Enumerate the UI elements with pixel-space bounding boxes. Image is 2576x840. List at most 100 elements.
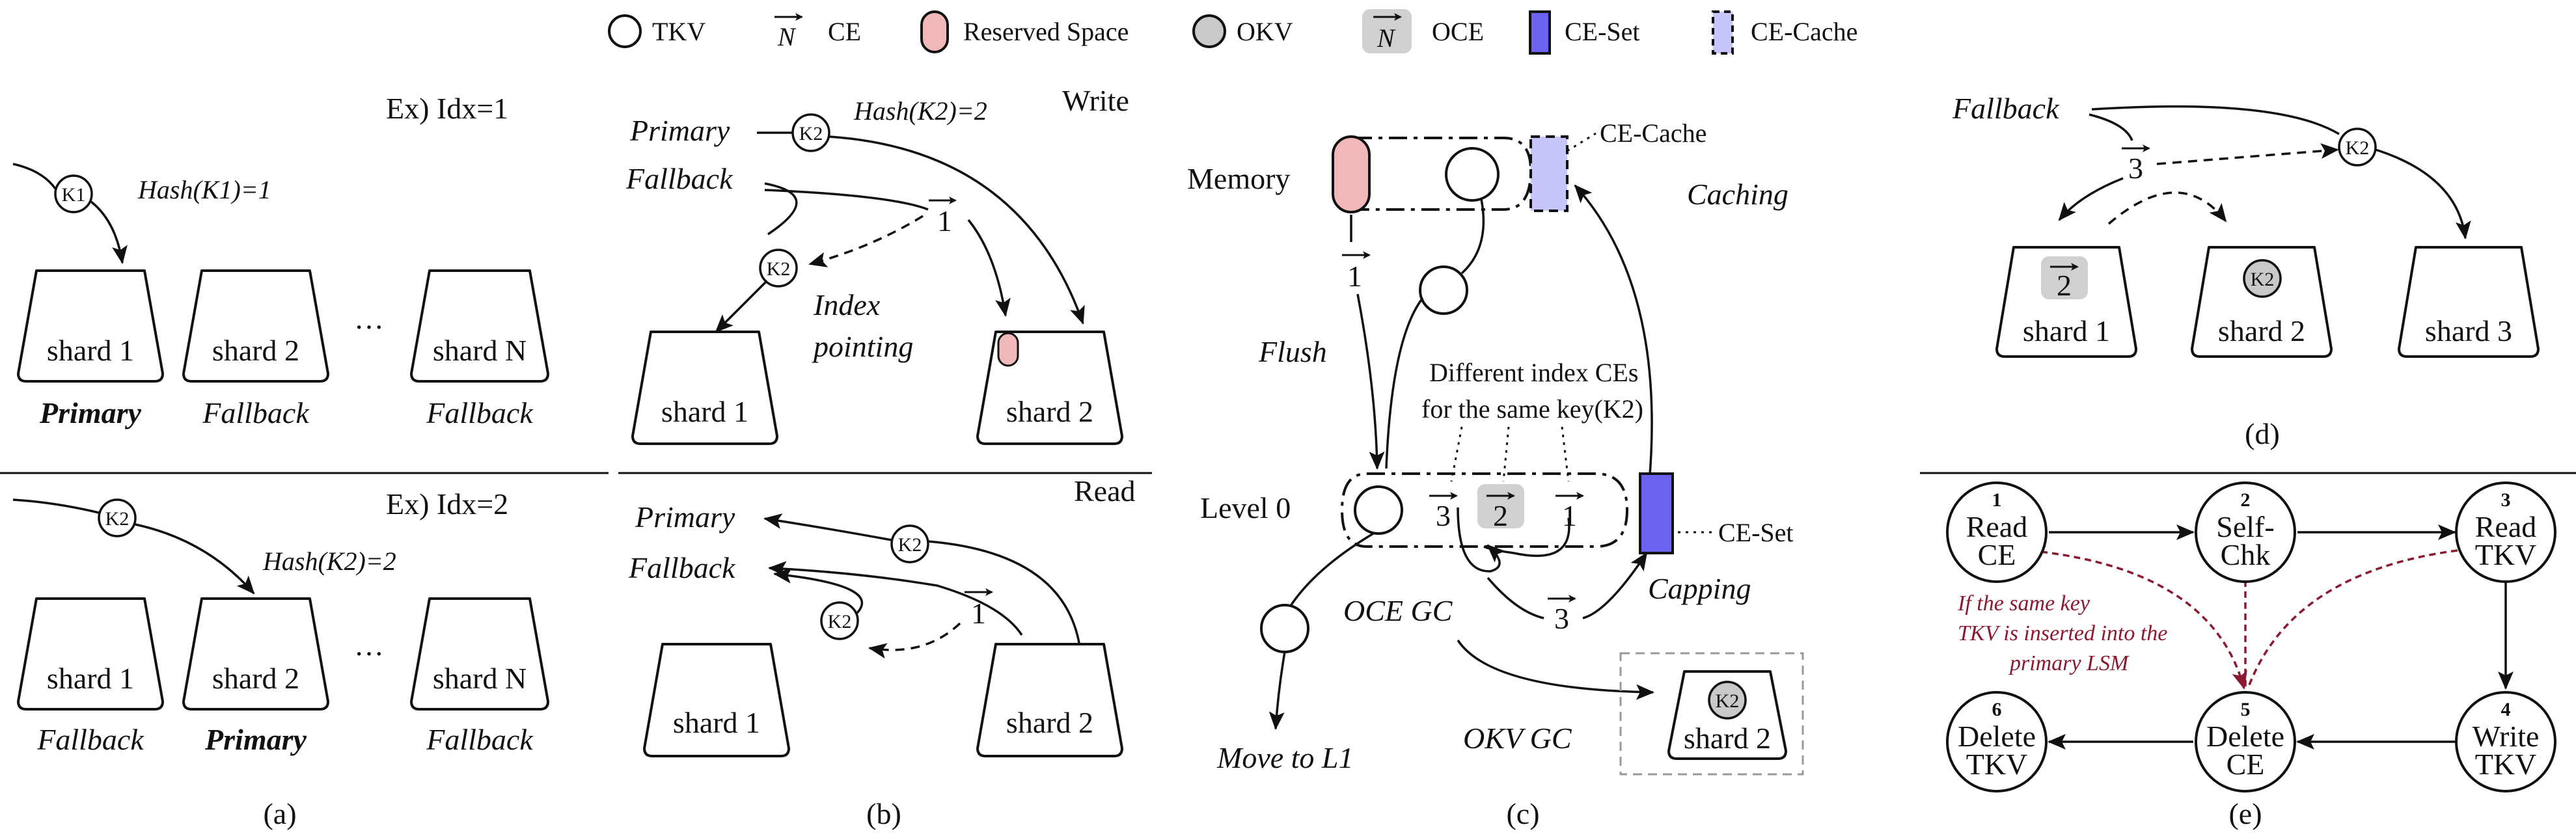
ce-set-block: [1639, 472, 1674, 554]
a-top-shard-1: [17, 269, 164, 383]
flush-label: Flush: [1258, 335, 1327, 368]
svg-text:CE: CE: [2227, 748, 2265, 781]
b-index-k2-label: K2: [767, 258, 791, 280]
d-shard-2-label: shard 2: [2218, 314, 2305, 347]
a-top-shard-2: [182, 269, 329, 383]
a-bottom-fallback-role-n: Fallback: [426, 723, 534, 756]
caption-b: (b): [866, 797, 901, 830]
b-hash-label: Hash(K2)=2: [853, 96, 987, 126]
a-top-fallback-role-n: Fallback: [426, 396, 534, 429]
d-shard-2: [2191, 246, 2333, 358]
b-write-shard-1: [631, 331, 778, 445]
panel-d: Fallback 3 K2 2 shard 1 K2 shard 2 shard…: [1920, 92, 2576, 474]
svg-text:1: 1: [971, 597, 986, 630]
svg-text:3: 3: [2128, 152, 2143, 185]
okv-gc-frame: [1619, 652, 1804, 776]
level0-ce-1: 1: [1555, 492, 1584, 532]
caption-d: (d): [2245, 417, 2280, 450]
ce-cache-legend-label: CE-Cache: [1751, 17, 1857, 46]
b-read-ce: 1: [965, 588, 993, 630]
k1-key-label: K1: [62, 184, 86, 206]
a-bottom-shard-2: [182, 597, 329, 711]
b-read-fallback-label: Fallback: [628, 551, 736, 584]
b-write-shard-2-label: shard 2: [1006, 395, 1093, 428]
a-bottom-shard-n-label: shard N: [433, 662, 527, 695]
b-read-shard-2: [976, 643, 1123, 757]
move-to-l1-label: Move to L1: [1216, 741, 1354, 774]
a-top-shard-2-label: shard 2: [212, 334, 299, 367]
memory-ce: 1: [1342, 251, 1371, 293]
b-write-shard-1-label: shard 1: [661, 395, 748, 428]
b-fallback-label: Fallback: [625, 162, 733, 195]
svg-text:Delete: Delete: [2206, 720, 2284, 753]
c-okv-key-label: K2: [1716, 690, 1740, 712]
c-okv-node: [1708, 681, 1747, 720]
caption-a: (a): [263, 797, 296, 830]
ce-legend-label: CE: [828, 17, 861, 46]
idx2-label: Ex) Idx=2: [386, 487, 508, 521]
b-read-shard-1-label: shard 1: [673, 706, 760, 739]
d-shard-3: [2398, 246, 2540, 358]
a-bottom-primary-role: Primary: [204, 723, 307, 756]
different-ces-note-1: Different index CEs: [1429, 358, 1638, 387]
d-k2-label: K2: [2346, 137, 2370, 159]
svg-text:Delete: Delete: [1958, 720, 2036, 753]
e-note-2: TKV is inserted into the: [1958, 621, 2167, 645]
okv-legend-label: OKV: [1237, 17, 1293, 46]
b-read-shard-1: [643, 643, 790, 757]
b-read-k2-label: K2: [898, 534, 922, 556]
k2-tkv-node: [98, 498, 137, 537]
caption-e: (e): [2228, 797, 2262, 830]
d-k2-node: [2338, 128, 2377, 167]
b-read-primary-label: Primary: [635, 500, 735, 534]
a-bottom-fallback-role-1: Fallback: [36, 723, 144, 756]
svg-text:2: 2: [1493, 499, 1508, 532]
tkv-legend-label: TKV: [652, 17, 706, 46]
ce-set-label: CE-Set: [1718, 518, 1794, 547]
ce-cache-block: [1529, 135, 1569, 212]
svg-text:1: 1: [1347, 260, 1362, 293]
svg-text:TKV: TKV: [1966, 748, 2028, 781]
panel-c: Memory CE-Cache Caching 1 Flush Differen…: [1187, 118, 1804, 830]
svg-text:Read: Read: [1966, 510, 2028, 543]
svg-text:N: N: [1377, 23, 1396, 53]
write-label: Write: [1062, 84, 1129, 117]
b-read-shard-2-label: shard 2: [1006, 706, 1093, 739]
svg-text:5: 5: [2241, 699, 2251, 720]
svg-text:2: 2: [2057, 269, 2072, 302]
a-bottom-ellipsis: ···: [354, 637, 384, 670]
b-reserved-space: [997, 332, 1019, 367]
a-top-shard-1-label: shard 1: [47, 334, 134, 367]
okv-gc-label: OKV GC: [1463, 722, 1572, 755]
panel-e: If the same key TKV is inserted into the…: [1946, 481, 2556, 830]
different-ces-note-2: for the same key(K2): [1421, 394, 1643, 424]
reserved-space-legend-icon: [920, 10, 949, 53]
svg-text:N: N: [777, 22, 797, 51]
svg-text:TKV: TKV: [2475, 748, 2537, 781]
e-note-3: primary LSM: [2008, 651, 2130, 675]
hash-k1-label: Hash(K1)=1: [137, 175, 271, 204]
svg-text:CE: CE: [1978, 538, 2016, 571]
level0-run: [1340, 472, 1629, 548]
d-shard-1: [1995, 246, 2137, 358]
svg-text:Self-: Self-: [2216, 510, 2274, 543]
oce-gc-label: OCE GC: [1343, 594, 1453, 627]
caption-c: (c): [1506, 797, 1539, 830]
a-top-primary-role: Primary: [39, 396, 141, 429]
a-bottom-shard-1: [17, 597, 164, 711]
k1-tkv-node: [54, 174, 93, 213]
d-shard-3-label: shard 3: [2425, 314, 2512, 347]
svg-text:1: 1: [1992, 489, 2002, 511]
ce-legend-icon: N: [774, 13, 803, 51]
panel-a: Ex) Idx=1 K1 Hash(K1)=1 shard 1 shard 2 …: [0, 92, 609, 830]
svg-text:2: 2: [2241, 489, 2251, 511]
b-read-k2-node: [890, 524, 929, 563]
hash-k2-label: Hash(K2)=2: [262, 547, 396, 576]
ce-cache-label: CE-Cache: [1600, 118, 1706, 148]
level0-tkv: [1354, 485, 1403, 535]
svg-text:Read: Read: [2475, 510, 2537, 543]
a-bottom-shard-1-label: shard 1: [47, 662, 134, 695]
ce-set-legend-label: CE-Set: [1565, 17, 1640, 46]
reserved-space-legend-label: Reserved Space: [963, 17, 1129, 46]
